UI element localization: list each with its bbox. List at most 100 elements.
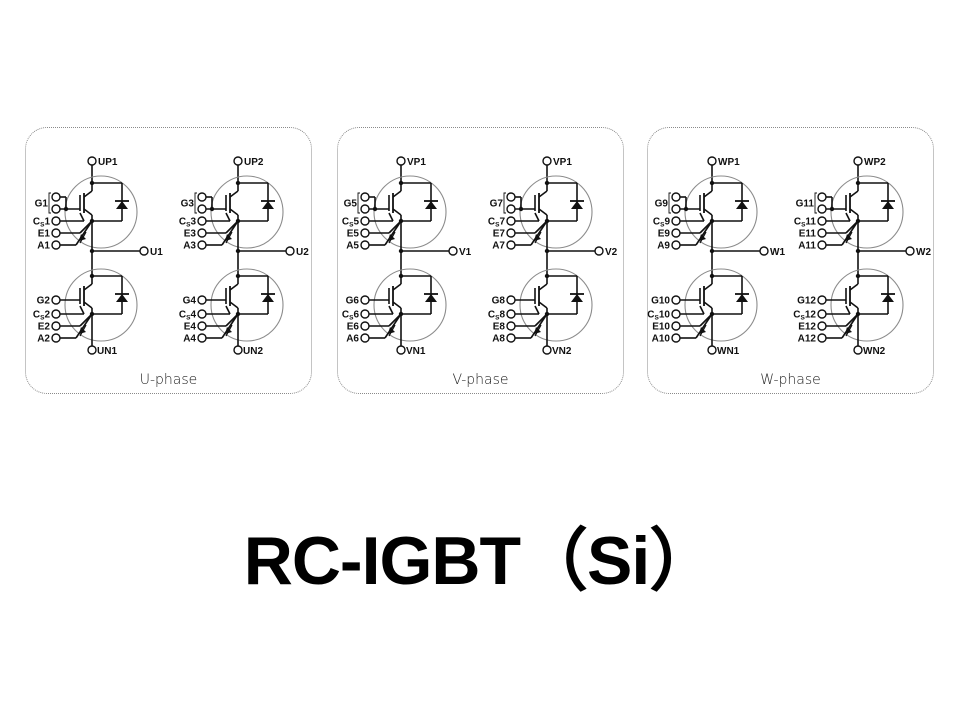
anode-label: A2 <box>37 334 50 345</box>
cs-terminal-icon <box>197 309 207 319</box>
gate-label: G7 <box>490 199 504 210</box>
emitter-label: E10 <box>652 322 670 333</box>
anode-terminal-icon <box>197 240 207 250</box>
gate-bracket <box>357 192 360 214</box>
gate-terminal-icon <box>817 295 827 305</box>
sense-diode-bar <box>534 324 542 337</box>
emitter-label: E11 <box>799 229 817 240</box>
output-terminal-icon <box>905 246 915 256</box>
collector-lead <box>538 190 548 198</box>
junction-dot <box>63 206 69 212</box>
anode-wire <box>384 313 402 339</box>
diode-icon <box>116 294 128 302</box>
diode-icon <box>736 294 748 302</box>
gate-label: G8 <box>492 296 506 307</box>
diode-icon <box>882 201 894 209</box>
emitter-lead <box>229 301 239 309</box>
panel-label-v-phase: V-phase <box>452 372 509 388</box>
top-terminal-label: VP1 <box>553 157 572 168</box>
cs-label: CS3 <box>179 217 197 229</box>
junction-dot <box>683 206 689 212</box>
cs-wire <box>79 212 85 222</box>
anode-label: A5 <box>346 241 359 252</box>
emitter-terminal-icon <box>506 228 516 238</box>
anode-wire <box>75 220 93 246</box>
igbt-package-outline <box>373 268 447 342</box>
bottom-terminal-icon <box>87 345 97 355</box>
anode-label: A12 <box>798 334 817 345</box>
output-terminal-label: W1 <box>770 247 785 258</box>
collector-lead <box>229 283 239 291</box>
anode-label: A8 <box>492 334 505 345</box>
gate-terminal-icon <box>360 204 370 214</box>
panel-label-w-phase: W-phase <box>760 372 821 388</box>
anode-terminal-icon <box>506 333 516 343</box>
cs-label: CS5 <box>342 217 360 229</box>
gate-terminal-icon <box>817 192 827 202</box>
gate-terminal-icon <box>506 204 516 214</box>
panel-label-u-phase: U-phase <box>139 372 198 388</box>
gate-terminal-icon <box>51 295 61 305</box>
cs-wire <box>388 212 394 222</box>
anode-wire <box>530 220 548 246</box>
cs-wire <box>845 305 851 315</box>
emitter-label: E2 <box>38 322 51 333</box>
bottom-terminal-icon <box>707 345 717 355</box>
diode-icon <box>882 294 894 302</box>
gate-terminal-icon <box>817 204 827 214</box>
sense-diode-bar <box>79 231 87 244</box>
gate-terminal-icon <box>51 204 61 214</box>
cs-terminal-icon <box>671 216 681 226</box>
gate-bracket <box>48 192 51 214</box>
gate-terminal-icon <box>197 204 207 214</box>
bottom-terminal-label: WN2 <box>863 346 886 357</box>
emitter-label: E4 <box>184 322 197 333</box>
gate-label: G6 <box>346 296 360 307</box>
anode-terminal-icon <box>360 240 370 250</box>
output-terminal-icon <box>285 246 295 256</box>
cs-wire <box>534 305 540 315</box>
sense-diode-bar <box>225 231 233 244</box>
bottom-terminal-label: WN1 <box>717 346 740 357</box>
sense-diode-bar <box>388 324 396 337</box>
anode-terminal-icon <box>51 240 61 250</box>
emitter-label: E7 <box>493 229 506 240</box>
cs-label: CS12 <box>793 310 816 322</box>
output-terminal-icon <box>139 246 149 256</box>
gate-terminal-icon <box>197 295 207 305</box>
igbt-package-outline <box>519 175 593 249</box>
emitter-lead <box>703 208 713 216</box>
anode-label: A3 <box>183 241 196 252</box>
emitter-terminal-icon <box>360 321 370 331</box>
gate-terminal-icon <box>360 192 370 202</box>
output-terminal-label: U1 <box>150 247 163 258</box>
collector-lead <box>229 190 239 198</box>
cs-label: CS10 <box>647 310 670 322</box>
cs-terminal-icon <box>360 216 370 226</box>
gate-label: G3 <box>181 199 195 210</box>
emitter-lead <box>703 301 713 309</box>
emitter-terminal-icon <box>51 228 61 238</box>
junction-dot <box>209 206 215 212</box>
sense-diode-bar <box>845 324 853 337</box>
top-terminal-label: WP1 <box>718 157 740 168</box>
anode-wire <box>384 220 402 246</box>
gate-terminal-icon <box>671 204 681 214</box>
junction-dot <box>372 206 378 212</box>
diode-icon <box>571 294 583 302</box>
emitter-lead <box>392 301 402 309</box>
cs-label: CS4 <box>179 310 197 322</box>
igbt-package-outline <box>373 175 447 249</box>
anode-label: A4 <box>183 334 196 345</box>
emitter-terminal-icon <box>51 321 61 331</box>
output-terminal-label: V1 <box>459 247 472 258</box>
gate-terminal-icon <box>671 295 681 305</box>
gate-bracket <box>814 192 817 214</box>
anode-terminal-icon <box>197 333 207 343</box>
collector-lead <box>703 283 713 291</box>
cs-terminal-icon <box>197 216 207 226</box>
gate-terminal-icon <box>360 295 370 305</box>
igbt-package-outline <box>684 268 758 342</box>
